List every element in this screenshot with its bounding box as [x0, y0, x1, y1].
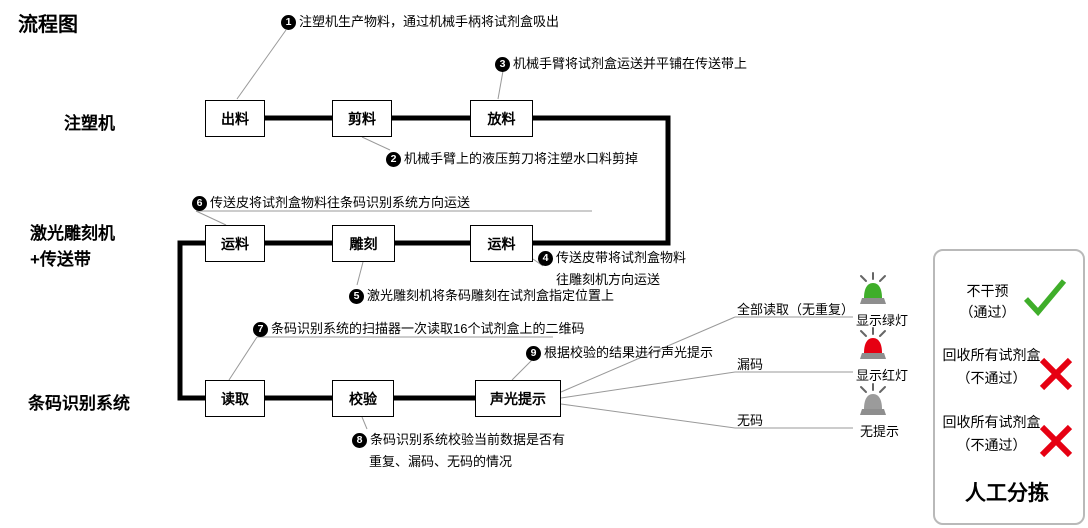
- outcome-condition-no-code: 无码: [737, 413, 764, 428]
- light-dome: [864, 394, 882, 409]
- beacon-light-gray-icon: [860, 383, 886, 415]
- light-base: [860, 298, 886, 304]
- annotation-6-text: 传送皮将试剂盒物料往条码识别系统方向运送: [210, 195, 471, 210]
- outcome-condition-missing-code: 漏码: [737, 357, 764, 372]
- box-place: 放料: [470, 100, 533, 137]
- light-base: [860, 409, 886, 415]
- outcome-branch-lines: [560, 316, 736, 429]
- step-7-badge: 7: [253, 322, 268, 337]
- light-rays: [860, 327, 886, 337]
- light-dome: [864, 283, 882, 298]
- outcome-condition-all-read: 全部读取（无重复）: [737, 302, 855, 317]
- row-label-barcode-system: 条码识别系统: [28, 394, 130, 413]
- panel-item-1-sub: （通过）: [959, 304, 1016, 320]
- annotation-5-text: 激光雕刻机将条码雕刻在试剂盒指定位置上: [367, 288, 615, 303]
- annotation-9-text: 根据校验的结果进行声光提示: [544, 345, 714, 360]
- panel-item-2-sub: （不通过）: [956, 370, 1027, 386]
- box-read: 读取: [205, 380, 265, 417]
- light-rays: [860, 383, 886, 393]
- panel-item-3-sub: （不通过）: [956, 437, 1027, 453]
- annotation-4-line2: 往雕刻机方向运送: [556, 272, 661, 287]
- box-cut: 剪料: [332, 100, 392, 137]
- annotation-3-text: 机械手臂将试剂盒运送并平铺在传送带上: [513, 56, 748, 71]
- outcome-underlines: [735, 316, 853, 429]
- light-dome: [864, 338, 882, 353]
- step-5-badge: 5: [349, 289, 364, 304]
- box-alert: 声光提示: [475, 380, 561, 417]
- row-label-injection-machine: 注塑机: [64, 114, 115, 133]
- box-transport-out: 运料: [205, 225, 265, 262]
- beacon-light-red-icon: [860, 327, 886, 359]
- outcome-result-no-alert: 无提示: [860, 424, 900, 439]
- cross-icon: [1039, 357, 1073, 391]
- step-4-badge: 4: [538, 251, 553, 266]
- box-engrave: 雕刻: [332, 225, 395, 262]
- panel-title: 人工分拣: [965, 482, 1049, 505]
- light-base: [860, 353, 886, 359]
- annotation-8-line2: 重复、漏码、无码的情况: [369, 454, 513, 469]
- annotation-4-text: 传送皮带将试剂盒物料: [556, 250, 687, 265]
- box-discharge: 出料: [205, 100, 265, 137]
- manual-sorting-panel: 不干预 （通过） 回收所有试剂盒 （不通过） 回收所有试剂盒 （不通过） 人工分…: [933, 249, 1085, 525]
- step-3-badge: 3: [495, 57, 510, 72]
- row-label-laser-engraver-line1: 激光雕刻机: [30, 224, 115, 243]
- light-rays: [860, 272, 886, 282]
- panel-item-1-text: 不干预: [966, 283, 1009, 299]
- callout-lines: [195, 29, 592, 430]
- box-verify: 校验: [332, 380, 394, 417]
- panel-item-3-text: 回收所有试剂盒: [942, 414, 1041, 430]
- check-icon: [1023, 279, 1067, 317]
- annotation-8-text: 条码识别系统校验当前数据是否有: [370, 432, 566, 447]
- box-transport-in: 运料: [470, 225, 533, 262]
- row-label-laser-engraver-line2: +传送带: [30, 250, 91, 269]
- outcome-result-green-light: 显示绿灯: [856, 313, 909, 328]
- annotation-2-text: 机械手臂上的液压剪刀将注塑水口料剪掉: [404, 151, 639, 166]
- page-title: 流程图: [18, 14, 78, 36]
- step-2-badge: 2: [386, 152, 401, 167]
- annotation-1-text: 注塑机生产物料，通过机械手柄将试剂盒吸出: [299, 14, 560, 29]
- flow-connector-lines: [177, 115, 671, 401]
- step-9-badge: 9: [526, 346, 541, 361]
- step-1-badge: 1: [281, 15, 296, 30]
- beacon-light-green-icon: [860, 272, 886, 304]
- step-6-badge: 6: [192, 196, 207, 211]
- panel-item-2-text: 回收所有试剂盒: [942, 347, 1041, 363]
- cross-icon: [1039, 424, 1073, 458]
- annotation-7-text: 条码识别系统的扫描器一次读取16个试剂盒上的二维码: [271, 321, 585, 336]
- outcome-result-red-light: 显示红灯: [856, 368, 909, 383]
- step-8-badge: 8: [352, 433, 367, 448]
